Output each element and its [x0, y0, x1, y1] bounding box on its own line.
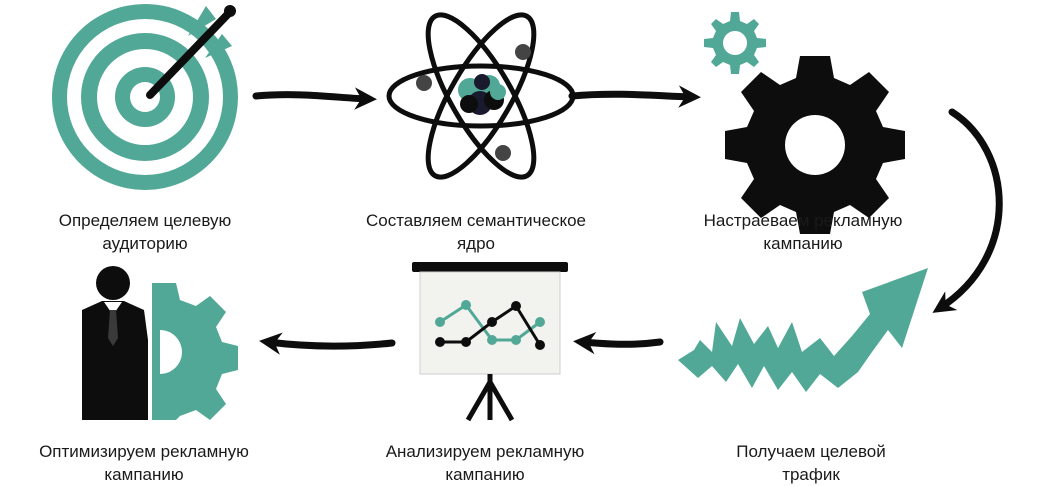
step-label-audience: Определяем целевую аудиторию [5, 209, 285, 255]
step-label-line: Получаем целевой [736, 442, 886, 461]
step-label-line: кампанию [104, 465, 184, 484]
gears-icon [704, 12, 905, 234]
arrow-step3-to-step4 [932, 108, 1003, 313]
step-label-line: Настраеваем рекламную [703, 211, 903, 230]
step-label-line: трафик [782, 465, 840, 484]
step-label-line: Определяем целевую [58, 211, 232, 230]
arrow-step2-to-step3 [568, 85, 701, 108]
step-label-traffic: Получаем целевой трафик [671, 440, 951, 486]
businessman-gear-icon [82, 266, 238, 420]
step-label-optimize: Оптимизируем рекламную кампанию [4, 440, 284, 486]
trend-arrow-icon [678, 268, 928, 392]
step-label-line: кампанию [445, 465, 525, 484]
atom-nucleus [416, 44, 531, 161]
step-label-line: Анализируем рекламную [385, 442, 585, 461]
step-label-line: Оптимизируем рекламную [39, 442, 249, 461]
step-label-setup: Настраеваем рекламную кампанию [663, 209, 943, 255]
step-label-analyze: Анализируем рекламную кампанию [345, 440, 625, 486]
target-icon [52, 4, 238, 190]
atom-icon [386, 12, 576, 180]
step-label-line: ядро [456, 234, 496, 253]
chart-board-icon [412, 262, 568, 422]
step-label-semantic: Составляем семантическое ядро [336, 209, 616, 255]
step-label-line: кампанию [763, 234, 843, 253]
arrow-step4-to-step5 [573, 331, 664, 355]
arrow-step5-to-step6 [259, 332, 396, 355]
step-label-line: аудиторию [102, 234, 188, 253]
step-label-line: Составляем семантическое [365, 211, 587, 230]
arrow-step1-to-step2 [252, 87, 377, 110]
